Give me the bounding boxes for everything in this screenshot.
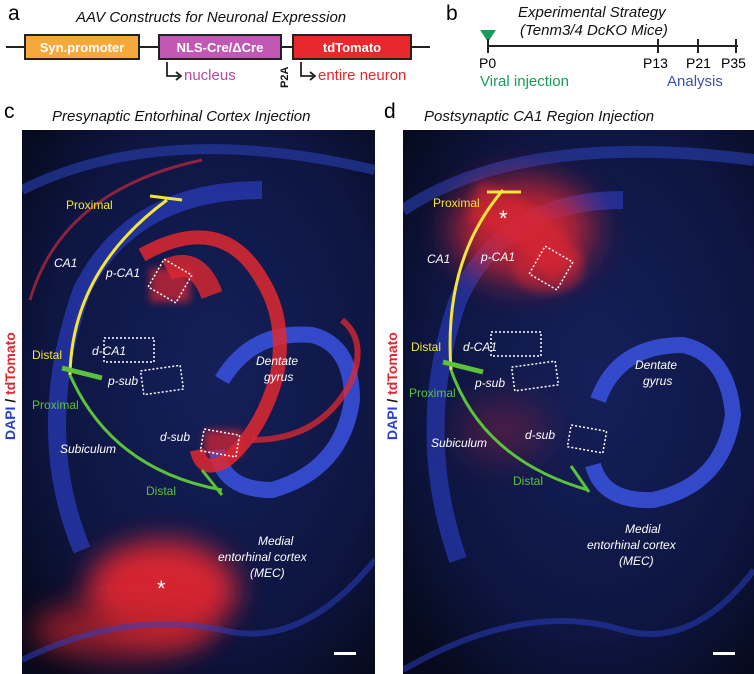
timepoint-p13: P13 [643, 55, 668, 71]
d-d-ca1-label: d-CA1 [463, 340, 498, 354]
ca1-proximal-tick [149, 194, 183, 202]
nucleus-arrow-icon [166, 62, 179, 77]
c-p-ca1-label: p-CA1 [106, 266, 141, 280]
micrograph-c: Proximal CA1 Distal Proximal Subiculum D… [22, 130, 375, 674]
construct-arrows [166, 62, 317, 81]
slash-c: / [2, 394, 18, 407]
roi-p-sub [139, 364, 185, 396]
panel-c-letter: c [4, 100, 15, 123]
viral-injection-label: Viral injection [480, 73, 569, 90]
ca1-distal-tick [61, 365, 103, 381]
dapi-label-d: DAPI [384, 406, 400, 440]
cre-box: NLS-Cre/ΔCre [158, 34, 282, 60]
d-sub-distal-tick [569, 465, 591, 493]
c-distal-ca1-label: Distal [32, 348, 63, 362]
dapi-label-c: DAPI [2, 406, 18, 440]
d-roi-p-sub [510, 360, 560, 392]
ca1-axis-line [68, 198, 168, 376]
c-ca1-label: CA1 [54, 256, 78, 270]
tdtomato-label: tdTomato [322, 39, 382, 55]
c-dentate-label-2: gyrus [264, 370, 294, 384]
panel-b-letter: b [446, 2, 458, 25]
entire-neuron-label: entire neuron [318, 67, 407, 84]
d-dentate-label-1: Dentate [635, 358, 678, 372]
subiculum-axis-line [68, 374, 223, 492]
timeline [480, 30, 738, 53]
d-ca1-label: CA1 [427, 252, 451, 266]
roi-d-sub [199, 428, 241, 458]
c-p-sub-label: p-sub [108, 374, 139, 388]
c-d-ca1-label: d-CA1 [92, 344, 127, 358]
c-mec-label-3: (MEC) [250, 566, 285, 580]
d-mec-label-2: entorhinal cortex [587, 538, 676, 552]
promoter-label: Syn.promoter [39, 39, 125, 55]
c-mec-label-2: entorhinal cortex [218, 550, 307, 564]
roi-d-ca1 [103, 337, 155, 363]
timepoint-p35: P35 [721, 55, 746, 71]
slash-d: / [384, 394, 400, 407]
d-roi-p-ca1 [528, 245, 574, 291]
d-roi-d-ca1 [490, 331, 542, 357]
tdtomato-label-d: tdTomato [384, 332, 400, 395]
panel-b-title-line1: Experimental Strategy [518, 4, 666, 21]
d-ca1-distal-tick [442, 359, 484, 375]
c-injection-star: * [157, 576, 166, 601]
c-scale-bar [334, 652, 356, 655]
panel-d-letter: d [384, 100, 396, 123]
d-dentate-label-2: gyrus [643, 374, 673, 388]
roi-p-ca1 [147, 258, 193, 304]
d-distal-ca1-label: Distal [411, 340, 442, 354]
c-mec-label-1: Medial [258, 534, 294, 548]
c-distal-sub-label: Distal [146, 484, 177, 498]
d-scale-bar [713, 652, 735, 655]
stain-label-c: DAPI / tdTomato [2, 332, 18, 440]
d-subiculum-label: Subiculum [431, 436, 488, 450]
panel-c-title: Presynaptic Entorhinal Cortex Injection [52, 108, 311, 125]
c-d-sub-label: d-sub [160, 430, 191, 444]
promoter-box: Syn.promoter [24, 34, 140, 60]
tdtomato-label-c: tdTomato [2, 332, 18, 395]
d-d-sub-label: d-sub [525, 428, 556, 442]
d-ca1-axis-line [448, 189, 505, 371]
c-proximal-sub-label: Proximal [32, 398, 79, 412]
micrograph-d: Proximal * CA1 p-CA1 Distal d-CA1 Proxim… [403, 130, 754, 674]
stain-label-d: DAPI / tdTomato [384, 332, 400, 440]
nucleus-label: nucleus [184, 67, 236, 84]
d-injection-star: * [499, 206, 508, 231]
c-subiculum-label: Subiculum [60, 442, 117, 456]
c-dentate-label-1: Dentate [256, 354, 299, 368]
panel-b-title-line2: (Tenm3/4 DcKO Mice) [520, 22, 668, 39]
d-p-ca1-label: p-CA1 [481, 250, 516, 264]
d-p-sub-label: p-sub [475, 376, 506, 390]
sub-distal-tick [200, 469, 224, 496]
d-subiculum-axis-line [449, 369, 589, 492]
panel-a-title: AAV Constructs for Neuronal Expression [76, 9, 347, 26]
d-proximal-sub-label: Proximal [409, 386, 456, 400]
d-distal-sub-label: Distal [513, 474, 544, 488]
panel-d-title: Postsynaptic CA1 Region Injection [424, 108, 655, 125]
timepoint-p21: P21 [686, 55, 711, 71]
neuron-arrow-icon [300, 62, 313, 77]
injection-arrow-icon [480, 30, 496, 42]
c-proximal-ca1-label: Proximal [66, 198, 113, 212]
timepoint-p0: P0 [479, 55, 497, 71]
cre-label: NLS-Cre/ΔCre [176, 39, 264, 55]
panel-a-letter: a [8, 2, 20, 25]
d-mec-label-3: (MEC) [619, 554, 654, 568]
d-mec-label-1: Medial [625, 522, 661, 536]
analysis-label: Analysis [667, 73, 723, 90]
tdtomato-box: tdTomato [292, 34, 412, 60]
d-proximal-ca1-label: Proximal [433, 196, 480, 210]
